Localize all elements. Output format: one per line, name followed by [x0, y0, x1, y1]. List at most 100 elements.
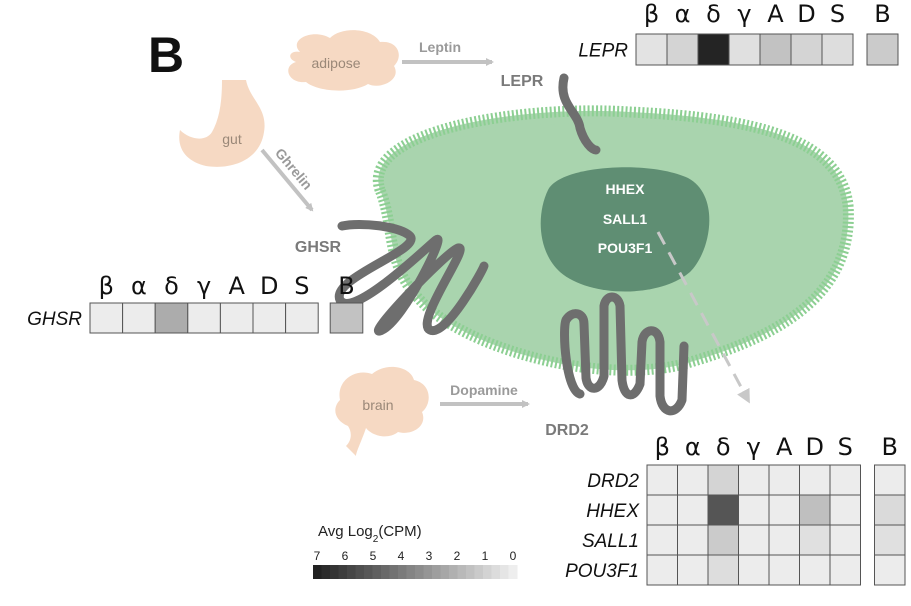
heatmap-cell: [738, 494, 770, 526]
heatmap-cell: [89, 302, 124, 334]
heatmap-cell: [799, 554, 831, 586]
column-header-6: S: [838, 433, 853, 461]
heatmap-cell: [799, 524, 831, 556]
column-header-0: β: [655, 433, 670, 461]
nucleus-gene-sall1: SALL1: [603, 211, 648, 227]
heatmap-cell: [738, 464, 770, 496]
heatmap-cell: [768, 464, 800, 496]
legend-swatch: [355, 565, 365, 579]
heatmap-cell: [707, 524, 739, 556]
column-header-2: δ: [164, 272, 179, 300]
leptin-label: Leptin: [419, 39, 461, 55]
legend-title-sub: 2: [373, 534, 379, 545]
heatmap-cell: [799, 464, 831, 496]
column-header-6: S: [294, 272, 309, 300]
legend-swatch: [432, 565, 441, 579]
legend-swatch: [474, 565, 484, 579]
brain-organ: brain: [335, 366, 429, 456]
heatmap-cell: [790, 33, 823, 66]
heatmap-cell: [635, 33, 668, 66]
legend-swatch: [347, 565, 356, 579]
heatmap-cell: [759, 33, 792, 66]
legend-swatch: [466, 565, 475, 579]
heatmap-cell: [154, 302, 189, 334]
legend-title-main: Avg Log: [318, 523, 373, 540]
legend-swatch: [372, 565, 382, 579]
ghrelin-arrow: [260, 148, 314, 212]
gut-organ: gut: [179, 80, 265, 167]
legend-swatch: [491, 565, 501, 579]
panel-label: B: [148, 27, 184, 83]
heatmap-cell: [768, 494, 800, 526]
heatmap-cell: [821, 33, 854, 66]
column-header-3: γ: [737, 0, 751, 28]
legend-swatch: [457, 565, 467, 579]
row-label-pou3f1: POU3F1: [565, 561, 639, 582]
drd2-receptor: [560, 292, 689, 416]
legend-tick: 2: [454, 549, 461, 563]
heatmap-cell: [768, 554, 800, 586]
heatmap-cell: [707, 464, 739, 496]
heatmap-cell-extra: [874, 554, 906, 586]
column-header-extra: B: [874, 0, 890, 28]
legend-swatch: [423, 565, 433, 579]
row-label-hhex: HHEX: [586, 501, 640, 522]
heatmap-cell: [829, 494, 861, 526]
legend-swatch: [398, 565, 407, 579]
heatmap-cell-extra: [874, 464, 906, 496]
legend-gradient: [313, 565, 518, 579]
legend-swatch: [330, 565, 339, 579]
heatmap-cell-extra: [329, 302, 364, 334]
legend-swatch: [440, 565, 450, 579]
lepr-receptor-label: LEPR: [501, 73, 544, 90]
heatmap-cell: [122, 302, 156, 334]
nucleus: [540, 167, 710, 292]
heatmap-cell: [768, 524, 800, 556]
heatmap-cell: [677, 524, 709, 556]
legend-swatch: [500, 565, 509, 579]
dopamine-label: Dopamine: [450, 382, 518, 398]
heatmap-cell: [666, 33, 699, 66]
heatmap-cell: [829, 524, 861, 556]
heatmap-cell: [219, 302, 254, 334]
legend-swatch: [321, 565, 331, 579]
heatmap-cell: [677, 494, 709, 526]
heatmap-cell: [677, 464, 709, 496]
adipose-icon: [288, 30, 399, 91]
ghsr-receptor-label: GHSR: [295, 239, 342, 256]
expression-dashed-arrow: [656, 231, 750, 404]
heatmap-cell: [646, 524, 678, 556]
gut-label: gut: [222, 131, 242, 147]
nucleus-gene-hhex: HHEX: [606, 181, 646, 197]
legend-swatch: [313, 565, 322, 579]
legend-swatch: [389, 565, 399, 579]
column-header-1: α: [131, 272, 147, 300]
legend-title: Avg Log2(CPM): [318, 523, 422, 545]
legend-swatch: [338, 565, 348, 579]
drd2-receptor-label: DRD2: [545, 422, 589, 439]
ghsr-receptor: [335, 219, 489, 336]
column-header-extra: B: [882, 433, 898, 461]
heatmap-cell: [707, 494, 739, 526]
heatmap-cell-extra: [866, 33, 899, 66]
legend-swatch: [483, 565, 492, 579]
column-header-5: D: [797, 0, 815, 28]
heatmap-cell: [285, 302, 319, 334]
heatmap-cell: [646, 554, 678, 586]
legend-swatch: [364, 565, 373, 579]
legend-swatch: [415, 565, 424, 579]
heatmap-cell: [829, 464, 861, 496]
heatmap-cell: [829, 554, 861, 586]
column-header-4: A: [776, 433, 793, 461]
column-header-extra: B: [338, 272, 354, 300]
column-header-5: D: [806, 433, 824, 461]
column-header-1: α: [675, 0, 691, 28]
legend-tick: 6: [342, 549, 349, 563]
